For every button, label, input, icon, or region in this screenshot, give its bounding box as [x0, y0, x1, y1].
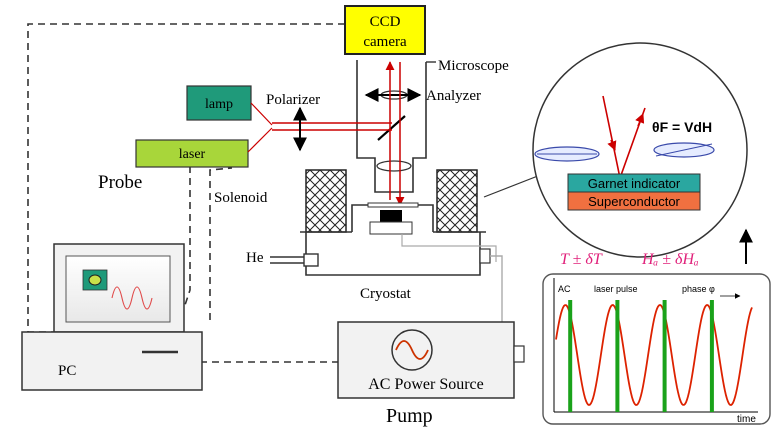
pump-label: Pump — [386, 405, 433, 427]
microscope — [356, 60, 436, 193]
probe-label: Probe — [98, 172, 142, 193]
ac-sine-curve — [555, 304, 753, 406]
cryostat-connector — [479, 248, 491, 264]
polarizer-label: Polarizer — [266, 92, 320, 108]
analyzer-label: Analyzer — [426, 88, 481, 104]
laser-pulse-label: laser pulse — [594, 284, 638, 294]
faraday-formula: θF = VdH — [652, 119, 712, 135]
waveform-inset: AC laser pulse phase φ time — [542, 273, 771, 425]
phase-label: phase φ — [682, 284, 715, 294]
objective-lens — [376, 160, 412, 172]
lamp-label: lamp — [205, 97, 233, 112]
ccd-label-line1: CCD — [370, 14, 401, 30]
laser-pulses — [568, 300, 714, 412]
cryostat-label: Cryostat — [360, 286, 412, 302]
solenoid-label: Solenoid — [214, 190, 268, 206]
pc-label: PC — [58, 363, 76, 379]
pc: PC — [21, 243, 203, 391]
sine-source-icon — [391, 329, 433, 371]
laser: laser — [135, 139, 249, 168]
garnet-indicator-label: Garnet indicator — [588, 176, 681, 191]
ac-source-label: AC Power Source — [368, 376, 484, 393]
light-beam — [272, 61, 405, 206]
microscope-label: Microscope — [438, 58, 509, 74]
ccd-camera: CCD camera — [344, 5, 426, 55]
lamp: lamp — [186, 85, 252, 121]
ccd-label-line2: camera — [363, 34, 407, 50]
field-label: Hₐ ± δHₐ — [641, 251, 699, 268]
magnified-inset: θF = VdH Garnet indicator Superconductor — [532, 42, 748, 258]
superconductor-label: Superconductor — [588, 194, 680, 209]
signal-cable-2 — [401, 234, 497, 262]
screen-thumbnail-ring — [88, 274, 102, 286]
ac-power-source: AC Power Source — [337, 321, 525, 399]
solenoid — [305, 169, 478, 233]
helium-label: He — [246, 250, 264, 266]
time-axis-label: time — [737, 414, 756, 425]
helium-inlet — [270, 253, 319, 267]
ac-label: AC — [558, 284, 571, 294]
screen-waveform — [111, 286, 153, 310]
temperature-label: T ± δT — [560, 251, 603, 268]
combiner-lines — [247, 102, 273, 153]
laser-label: laser — [179, 147, 206, 162]
beam-splitter — [377, 115, 406, 141]
